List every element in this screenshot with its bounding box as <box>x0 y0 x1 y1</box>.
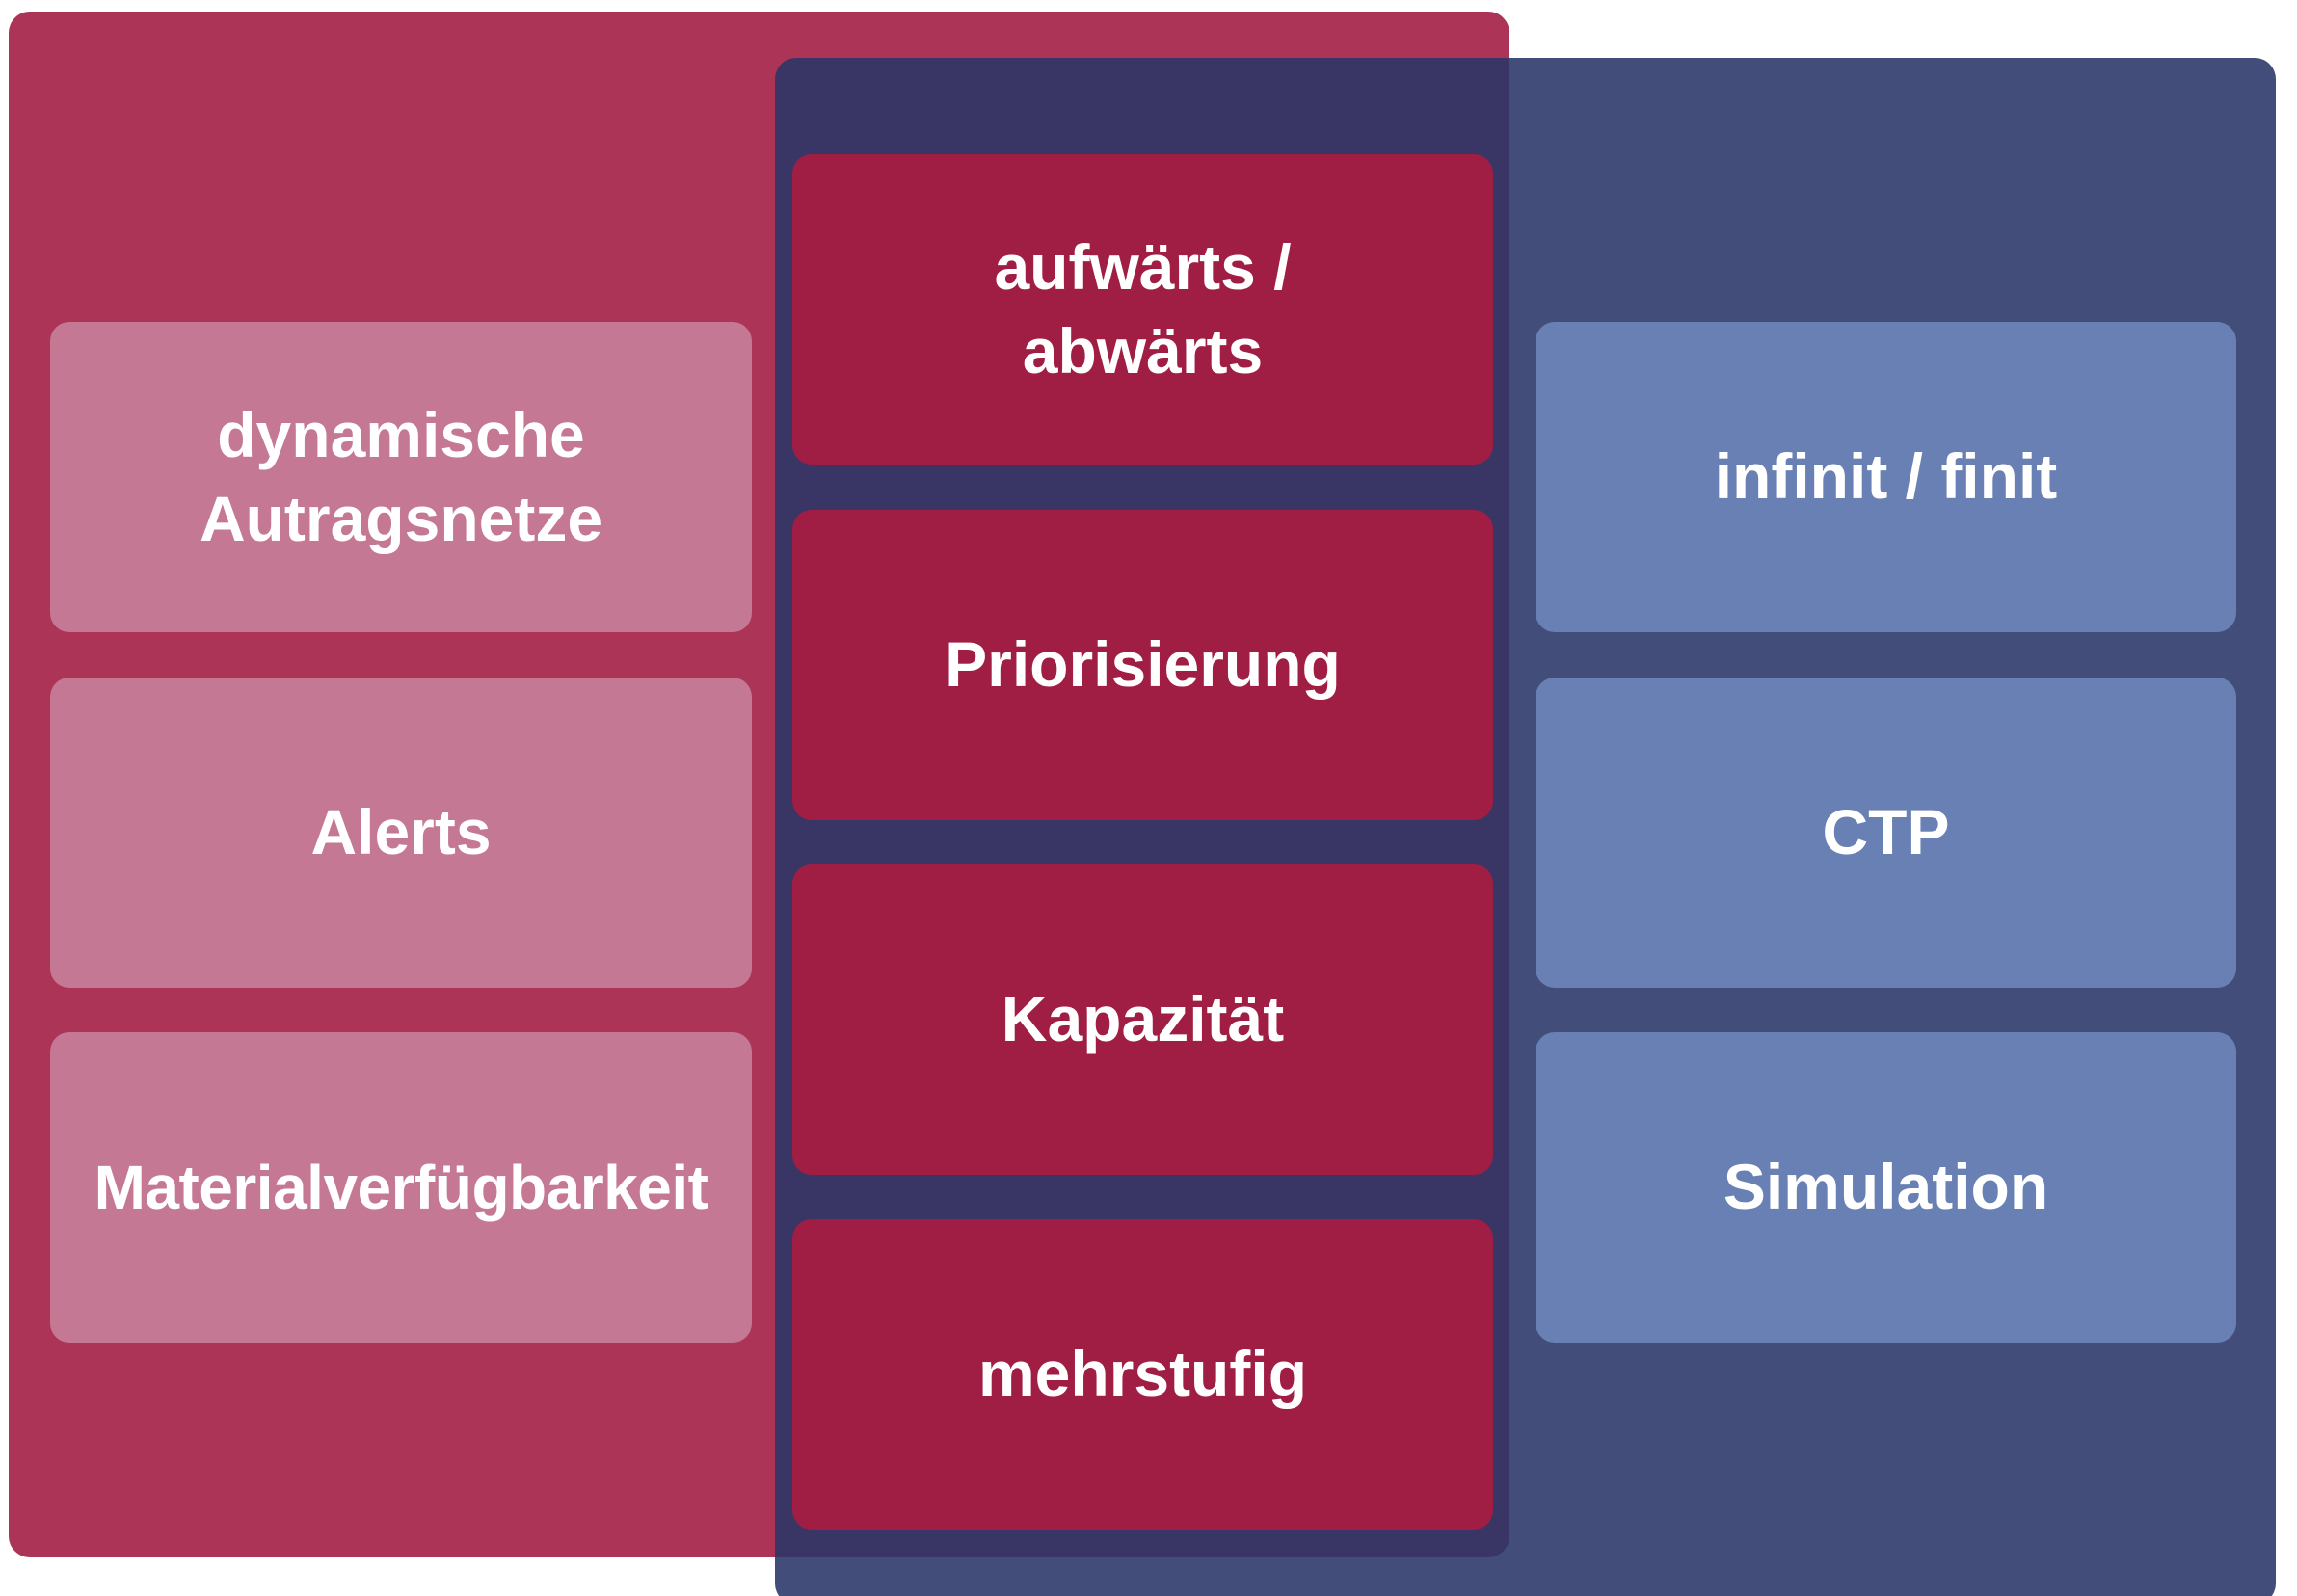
box-priorisierung: Priorisierung <box>792 510 1493 820</box>
box-dynamische-autragsnetze: dynamische Autragsnetze <box>50 322 752 632</box>
box-kapazitaet: Kapazität <box>792 864 1493 1175</box>
box-simulation: Simulation <box>1536 1032 2236 1343</box>
box-aufwaerts-abwaerts: aufwärts / abwärts <box>792 154 1493 465</box>
box-mehrstufig: mehrstufig <box>792 1219 1493 1530</box>
box-materialverfuegbarkeit: Materialverfügbarkeit <box>50 1032 752 1343</box>
box-alerts: Alerts <box>50 678 752 988</box>
box-ctp: CTP <box>1536 678 2236 988</box>
box-infinit-finit: infinit / finit <box>1536 322 2236 632</box>
